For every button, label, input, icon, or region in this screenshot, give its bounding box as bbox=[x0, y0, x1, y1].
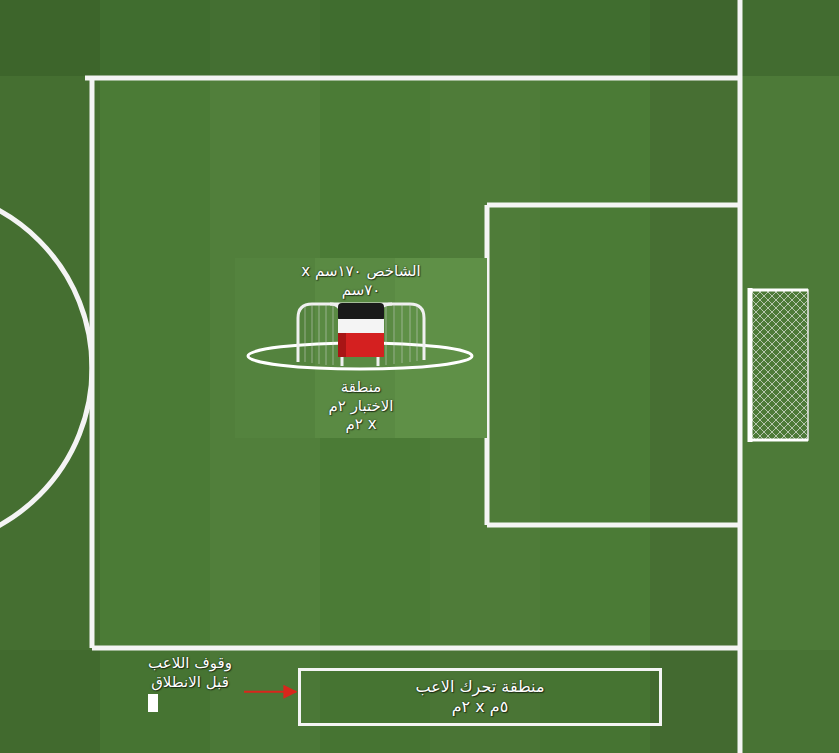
start-mark bbox=[148, 694, 158, 712]
grass-stripe bbox=[0, 0, 100, 753]
grass-shade bbox=[0, 650, 839, 753]
dummy-inset: الشاخص ١٧٠سم x ٧٠سم منطقة الاختبار ٢م x ٢… bbox=[235, 258, 487, 438]
grass-stripe bbox=[745, 0, 839, 753]
goal-net bbox=[750, 288, 808, 442]
pitch-lines bbox=[0, 0, 740, 753]
grass-stripe bbox=[210, 0, 320, 753]
arrow-connector bbox=[244, 691, 296, 693]
movement-area: منطقة تحرك الاعب ٥م x ٢م bbox=[298, 668, 662, 726]
node-text: الشاخص ١٧٠سم x ٧٠سم bbox=[286, 262, 436, 300]
node-text: منطقة الاختبار ٢م x ٢م bbox=[322, 378, 400, 434]
node-text: منطقة تحرك الاعب ٥م x ٢م bbox=[405, 677, 555, 717]
grass-shade bbox=[0, 0, 839, 76]
start-position: وقوف اللاعب قبل الانطلاق bbox=[138, 652, 242, 716]
dummy-photo bbox=[235, 258, 487, 438]
node-text: وقوف اللاعب قبل الانطلاق bbox=[138, 654, 242, 692]
grass-stripe bbox=[650, 0, 740, 753]
